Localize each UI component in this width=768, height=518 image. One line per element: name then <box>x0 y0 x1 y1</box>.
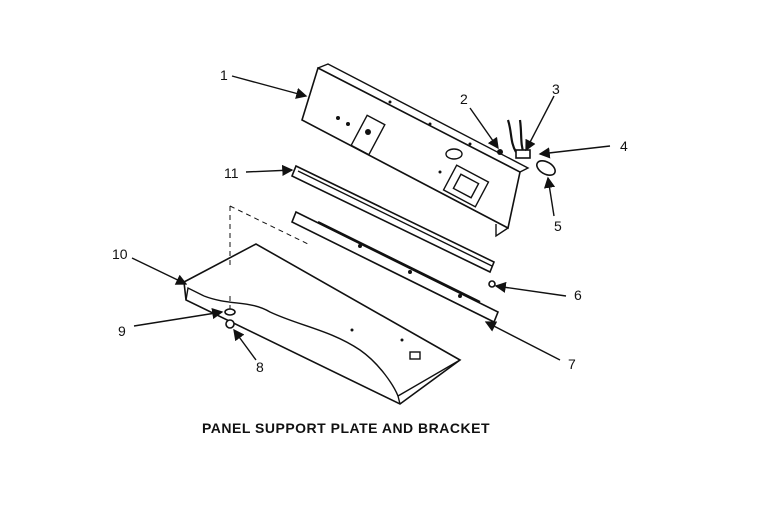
fastener-parts <box>224 280 496 329</box>
callout-labels: 1 2 3 4 5 6 7 8 9 10 11 <box>112 67 628 375</box>
callout-2: 2 <box>460 91 468 107</box>
callout-3: 3 <box>552 81 560 97</box>
control-panel-part <box>301 63 530 238</box>
callout-6: 6 <box>574 287 582 303</box>
leader-lines <box>131 75 611 361</box>
callout-11: 11 <box>224 165 239 181</box>
callout-4: 4 <box>620 138 628 154</box>
support-plate-part <box>183 243 462 405</box>
callout-8: 8 <box>256 359 264 375</box>
callout-9: 9 <box>118 323 126 339</box>
callout-10: 10 <box>112 246 128 262</box>
plug-part <box>536 159 556 177</box>
callout-1: 1 <box>220 67 228 83</box>
diagram-title: PANEL SUPPORT PLATE AND BRACKET <box>202 420 490 436</box>
callout-7: 7 <box>568 356 576 372</box>
harness-connector-part <box>497 119 531 159</box>
callout-5: 5 <box>554 218 562 234</box>
alignment-lines <box>229 205 309 310</box>
